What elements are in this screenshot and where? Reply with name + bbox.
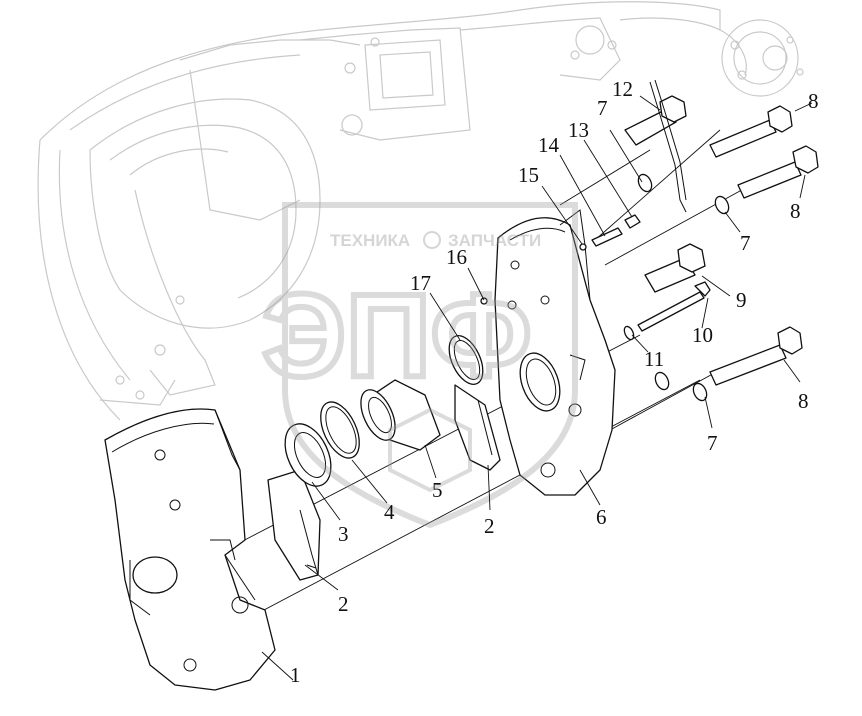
leader-lines — [261, 95, 813, 681]
callout-13: 13 — [568, 118, 589, 142]
watermark-big-letters: ЭПФ — [262, 270, 531, 402]
callout-10: 10 — [692, 323, 713, 347]
callout-1: 1 — [290, 663, 301, 687]
callout-14: 14 — [538, 133, 560, 157]
part-9-bushing — [644, 243, 706, 293]
part-2-brake-pad-right — [454, 384, 501, 471]
callout-7-top: 7 — [597, 96, 608, 120]
part-4-o-ring — [320, 401, 360, 459]
callout-5: 5 — [432, 478, 443, 502]
callout-2-left: 2 — [338, 592, 349, 616]
part-15-plug — [579, 243, 587, 251]
callout-4: 4 — [384, 500, 395, 524]
callout-16: 16 — [446, 245, 467, 269]
part-10-guide-pin — [637, 281, 711, 332]
callout-8-bottom: 8 — [798, 389, 809, 413]
part-17-o-ring — [448, 335, 484, 385]
part-8-bolt-middle — [737, 145, 819, 199]
watermark-brand-left: ТЕХНИКА — [330, 231, 410, 250]
part-13-bleeder-cap — [624, 214, 641, 229]
callout-8-middle: 8 — [790, 199, 801, 223]
part-16-plug — [480, 297, 488, 305]
callout-7-bottom: 7 — [707, 431, 718, 455]
callout-6: 6 — [596, 505, 607, 529]
part-5-piston — [360, 379, 441, 451]
part-2-brake-pad-left — [267, 469, 321, 581]
callout-12: 12 — [612, 77, 633, 101]
part-7-washers — [637, 173, 730, 402]
callout-11: 11 — [644, 347, 664, 371]
callout-15: 15 — [518, 163, 539, 187]
callout-17: 17 — [410, 271, 431, 295]
part-8-bolt-lower — [709, 326, 803, 386]
part-14-bleeder-screw — [591, 227, 623, 247]
callout-2-right: 2 — [484, 514, 495, 538]
callout-9: 9 — [736, 288, 747, 312]
gear-icon — [423, 231, 441, 249]
callout-3: 3 — [338, 522, 349, 546]
background-axle-housing — [37, 1, 804, 421]
part-1-caliper-half — [104, 408, 276, 691]
part-6-caliper-half — [494, 209, 616, 496]
callout-8-top: 8 — [808, 89, 819, 113]
callout-labels: 1 2 2 3 4 5 6 7 7 7 8 8 8 9 10 11 12 13 … — [290, 77, 819, 687]
callout-7-middle: 7 — [740, 231, 751, 255]
part-3-seal — [284, 423, 332, 487]
part-8-bolt-top — [709, 105, 793, 158]
part-11-washer — [623, 325, 635, 341]
watermark-logo: ТЕХНИКА ЗАПЧАСТИ ЭПФ — [259, 202, 578, 529]
part-12-bracket — [624, 79, 687, 213]
watermark-brand-right: ЗАПЧАСТИ — [448, 231, 541, 250]
